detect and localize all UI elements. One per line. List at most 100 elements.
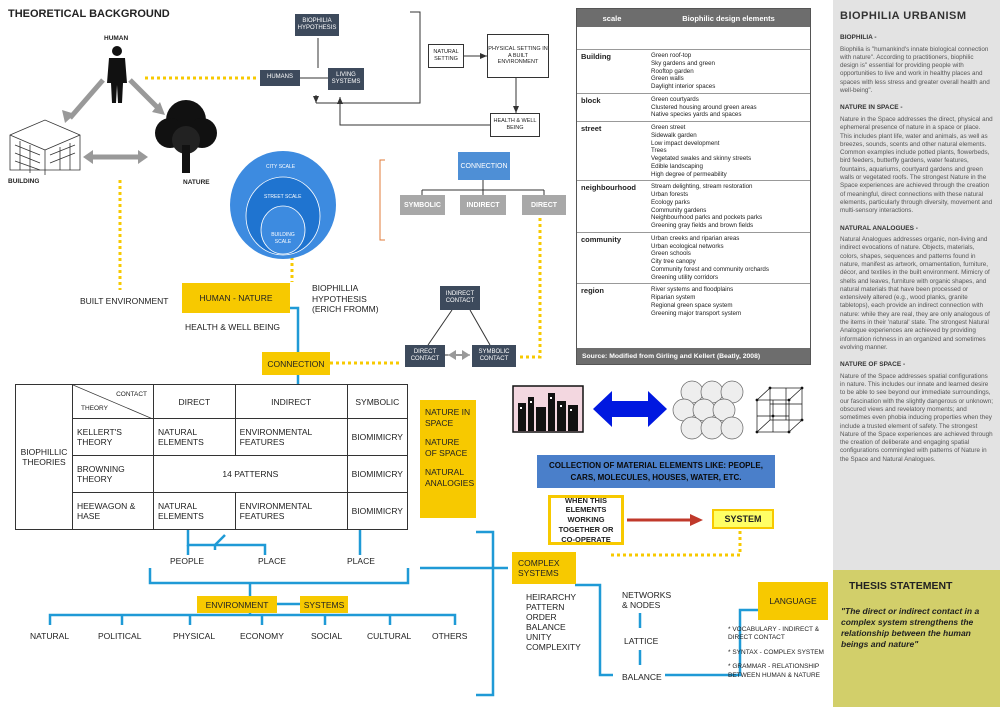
sidebar-sections: BIOPHILIA - Biophilia is "humankind's in… <box>840 34 993 464</box>
element-cell: Community gardens <box>651 206 707 214</box>
scale-cell: block <box>577 93 647 123</box>
complex-item: ORDER <box>526 612 557 623</box>
element-cell: Clustered housing around green areas <box>651 103 757 111</box>
element-cell: City tree canopy <box>651 258 696 265</box>
leaf-economy: ECONOMY <box>240 631 284 641</box>
section-text: Biophilia is "humankind's innate biologi… <box>840 45 990 95</box>
header-indirect: INDIRECT <box>234 384 348 419</box>
natural-setting-box: NATURAL SETTING <box>428 44 464 68</box>
place-label-1: PLACE <box>258 556 286 566</box>
lattice-cube-icon <box>755 386 804 434</box>
leaf-others: OTHERS <box>432 631 468 641</box>
element-cell: Edible landscaping <box>651 162 703 170</box>
people-label: PEOPLE <box>170 556 205 566</box>
molecule-spheres-icon <box>672 380 744 440</box>
place-label-2: PLACE <box>347 556 375 566</box>
header-elements: Biophilic design elements <box>682 13 775 23</box>
building-scale-label: BUILDING SCALE <box>271 232 295 245</box>
thesis-panel: THESIS STATEMENT "The direct or indirect… <box>833 570 1000 707</box>
element-cell: Neighbourhood parks and pockets parks <box>651 214 763 222</box>
nature-label: NATURE <box>183 179 210 186</box>
living-systems-box: LIVING SYSTEMS <box>328 68 364 90</box>
symbolic-contact-box: SYMBOLIC CONTACT <box>472 345 516 367</box>
element-cell: Sky gardens and green <box>651 59 715 67</box>
section-text: Nature in the Space addresses the direct… <box>840 115 993 215</box>
street-scale-label: STREET SCALE <box>264 194 302 200</box>
language-box: LANGUAGE <box>758 582 828 620</box>
direct-tab: DIRECT <box>522 195 566 215</box>
section-heading: NATURAL ANALOGUES - <box>840 224 918 232</box>
thesis-statement: "The direct or indirect contact in a com… <box>841 606 980 650</box>
element-cell: Regional green space system <box>651 301 733 309</box>
element-cell: Stream delighting, stream restoration <box>651 183 753 191</box>
health-wellbeing-text: HEALTH & WELL BEING <box>185 322 280 332</box>
symbolic-tab: SYMBOLIC <box>400 195 445 215</box>
element-cell: Low impact development <box>651 139 720 147</box>
systems-box: SYSTEMS <box>300 596 348 613</box>
language-notes: * VOCABULARY - INDIRECT & DIRECT CONTACT… <box>728 626 833 680</box>
note-syntax: * SYNTAX - COMPLEX SYSTEM <box>728 648 824 656</box>
scale-circles <box>230 151 336 259</box>
kellert-indirect: ENVIRONMENTAL FEATURES <box>234 418 348 456</box>
complex-item: BALANCE <box>526 622 566 633</box>
element-cell: Sidewalk garden <box>651 131 697 139</box>
complex-list: HEIRARCHY PATTERN ORDER BALANCE UNITY CO… <box>526 592 581 652</box>
page-title: THEORETICAL BACKGROUND <box>8 8 170 20</box>
design-elements-table: scale Biophilic design elements Building… <box>576 8 811 365</box>
nature-of-space: NATURE OF SPACE <box>425 437 468 459</box>
biophillia-hypothesis-text: BIOPHILLIA HYPOTHESIS (ERICH FROMM) <box>312 283 379 315</box>
element-cell: Daylight interior spaces <box>651 83 716 90</box>
element-cell: Urban ecological networks <box>651 242 724 250</box>
element-cell: Vegetated swales and skinny streets <box>651 155 752 162</box>
note-vocabulary: * VOCABULARY - INDIRECT & DIRECT CONTACT <box>728 626 820 642</box>
leaf-social: SOCIAL <box>311 631 343 641</box>
sidebar-panel: BIOPHILIA URBANISM BIOPHILIA - Biophilia… <box>833 0 1000 570</box>
leaf-cultural: CULTURAL <box>367 631 412 641</box>
element-cell: Greening major transport system <box>651 309 742 317</box>
heewagon-theory: HEEWAGON & HASE <box>72 492 154 530</box>
thesis-title: THESIS STATEMENT <box>849 580 953 592</box>
element-cell: Green street <box>651 124 686 131</box>
theory-table: BIOPHILLIC THEORIES CONTACT THEORY DIREC… <box>15 384 409 530</box>
scale-cell: Building <box>577 50 647 94</box>
section-text: Natural Analogues addresses organic, non… <box>840 236 990 351</box>
building-sketch-icon <box>9 119 81 175</box>
complex-item: HEIRARCHY <box>526 592 577 602</box>
element-cell: Rooftop garden <box>651 67 694 75</box>
built-environment-label: BUILT ENVIRONMENT <box>80 296 169 306</box>
scale-cell: street <box>577 121 647 182</box>
section-heading: BIOPHILIA - <box>840 34 877 41</box>
humans-box: HUMANS <box>260 70 300 86</box>
scale-cell: community <box>577 232 647 285</box>
element-cell: Ecology parks <box>651 198 690 206</box>
heewagon-symbolic: BIOMIMICRY <box>346 492 409 530</box>
environment-box: ENVIRONMENT <box>197 596 277 613</box>
city-scale-label: CITY SCALE <box>266 164 296 170</box>
element-cell: Greening utility corridors <box>651 273 719 281</box>
kellert-symbolic: BIOMIMICRY <box>346 418 409 456</box>
element-cell: Green roof-top <box>651 52 692 59</box>
human-label: HUMAN <box>104 35 129 42</box>
connection-root-box: CONNECTION <box>458 152 510 180</box>
element-cell: Trees <box>651 147 667 155</box>
table-row: community Urban creeks and riparian areas… <box>577 232 810 285</box>
sidebar-title: BIOPHILIA URBANISM <box>840 10 967 22</box>
complex-item: COMPLEXITY <box>526 642 581 653</box>
indirect-contact-box: INDIRECT CONTACT <box>440 286 480 310</box>
kellert-theory: KELLERT'S THEORY <box>72 418 154 456</box>
header-symbolic: SYMBOLIC <box>346 384 409 419</box>
complex-systems-box: COMPLEX SYSTEMS <box>512 552 576 584</box>
networks-nodes-label: NETWORKS & NODES <box>622 590 672 611</box>
nature-categories-box: NATURE IN SPACE NATURE OF SPACE NATURAL … <box>420 400 476 518</box>
element-cell: Urban creeks and riparian areas <box>651 234 740 242</box>
direct-contact-box: DIRECT CONTACT <box>405 345 445 367</box>
complex-item: PATTERN <box>526 602 565 613</box>
heewagon-direct: NATURAL ELEMENTS <box>153 492 236 530</box>
biophilia-hypothesis-box: BIOPHILIA HYPOTHESIS <box>295 14 339 36</box>
leaf-political: POLITICAL <box>98 631 142 641</box>
